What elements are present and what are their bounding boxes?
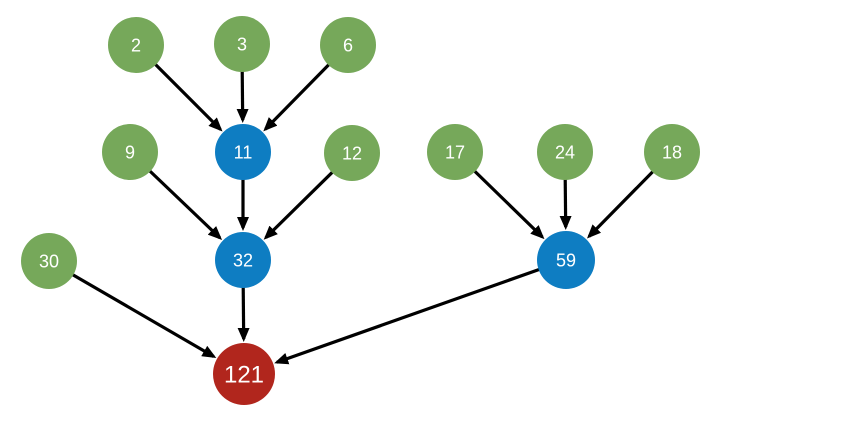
node-label: 3 [237,34,247,54]
edge-6-to-11 [263,62,331,132]
leaf-circle [21,233,77,289]
leaf-circle [214,16,270,72]
node-label: 11 [234,142,253,162]
node-9: 9 [102,124,158,180]
leaf-circle [537,124,593,180]
edge-18-to-59 [586,169,655,239]
node-32: 32 [215,232,271,288]
node-label: 32 [233,250,253,270]
node-3: 3 [214,16,270,72]
edge-17-to-59 [472,168,545,240]
edge-2-to-11 [153,62,223,132]
edge-3-to-11 [236,69,249,123]
node-label: 24 [555,142,575,162]
node-24: 24 [537,124,593,180]
node-59: 59 [537,231,595,289]
node-label: 30 [39,251,59,271]
edge-12-to-32 [263,170,335,240]
leaf-circle [324,125,380,181]
leaf-circle [427,124,483,180]
node-label: 121 [224,361,264,388]
edge-24-to-59 [559,177,572,230]
leaf-circle [644,124,700,180]
node-label: 12 [342,143,362,163]
node-30: 30 [21,233,77,289]
edge-layer [70,62,655,365]
leaf-circle [102,124,158,180]
node-label: 2 [131,35,141,55]
node-18: 18 [644,124,700,180]
edge-30-to-121 [70,272,217,359]
leaf-circle [108,17,164,73]
sum-circle [537,231,595,289]
edge-59-to-121 [274,267,542,365]
node-2: 2 [108,17,164,73]
leaf-circle [320,17,376,73]
node-12: 12 [324,125,380,181]
node-121: 121 [213,343,275,405]
node-label: 59 [556,250,576,270]
node-label: 17 [445,142,465,162]
edge-9-to-32 [147,168,223,240]
sum-circle [215,232,271,288]
node-6: 6 [320,17,376,73]
total-circle [213,343,275,405]
sum-circle [215,124,271,180]
node-label: 6 [343,35,353,55]
node-11: 11 [215,124,271,180]
node-label: 9 [125,142,135,162]
node-17: 17 [427,124,483,180]
node-label: 18 [662,142,682,162]
node-layer: 2 3 6 9 11 12 17 24 18 30 32 59 121 [21,16,700,405]
edge-32-to-121 [237,285,250,342]
